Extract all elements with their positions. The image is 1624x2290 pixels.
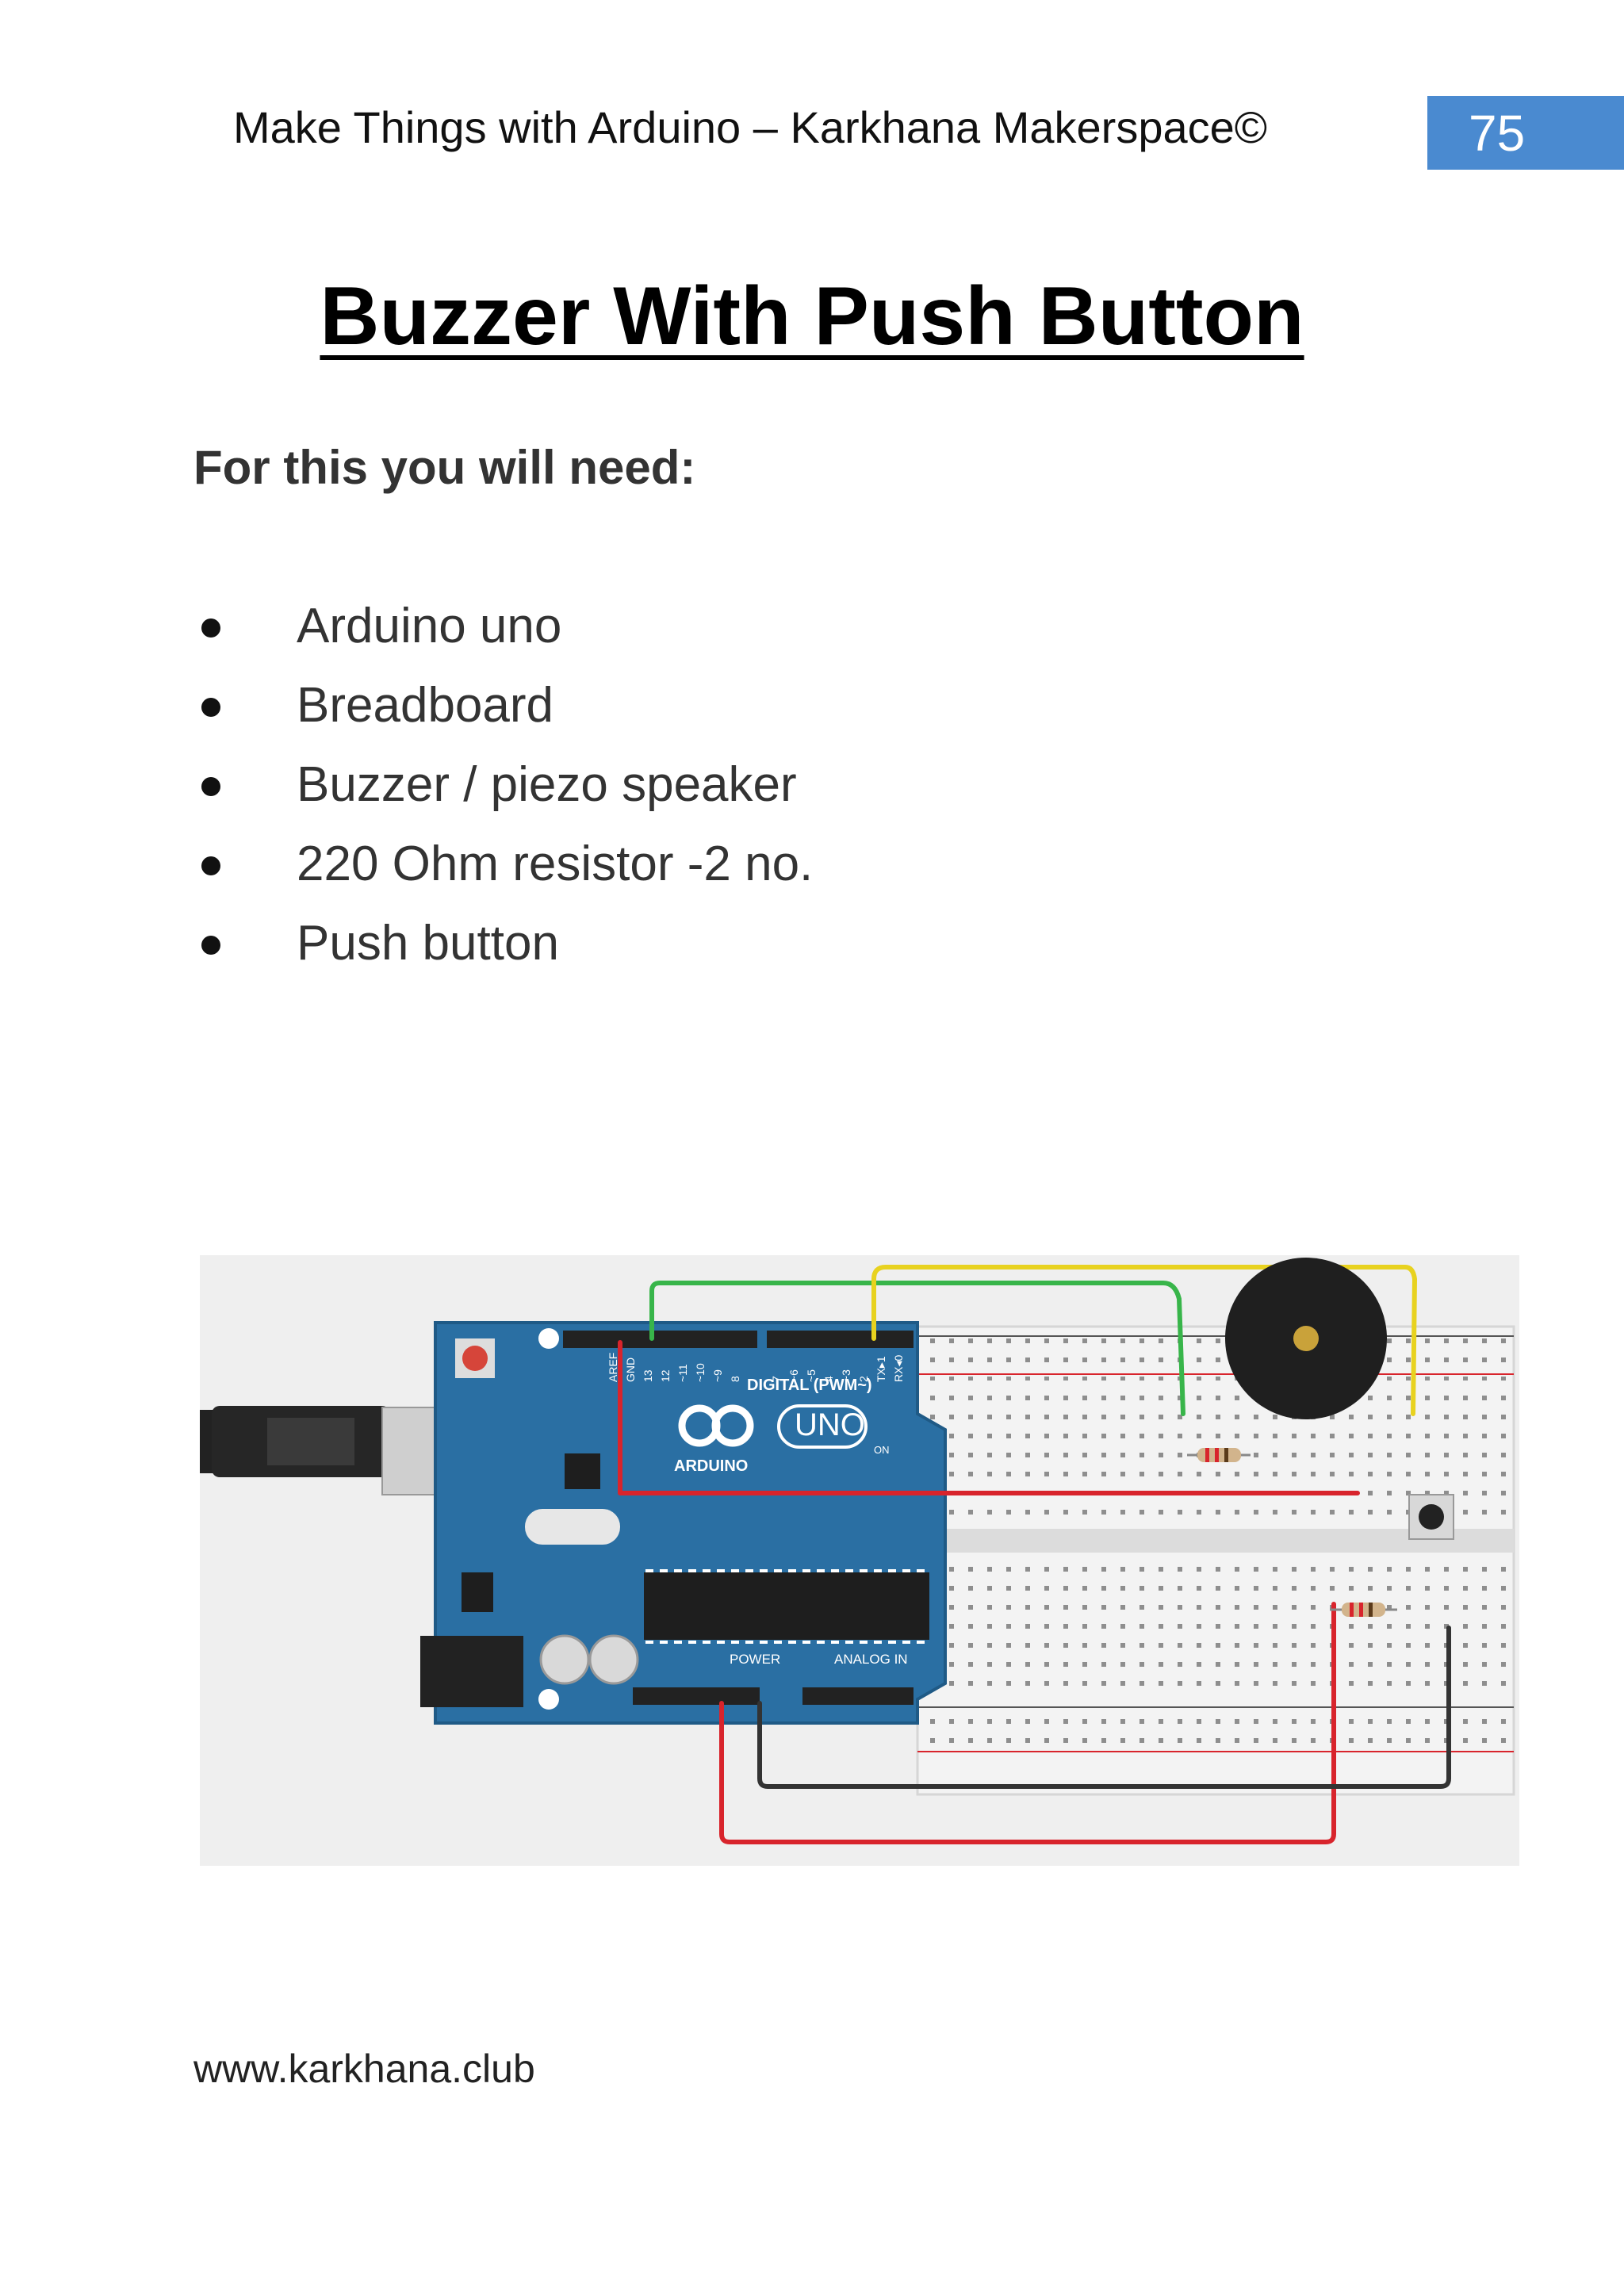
- circuit-svg: DIGITAL (PWM~) UNO ARDUINO POWER ANALOG …: [200, 1258, 1515, 1844]
- uno-label: UNO: [795, 1407, 865, 1442]
- bullet-icon: [201, 618, 220, 638]
- pin-label: GND: [624, 1358, 637, 1382]
- on-label: ON: [874, 1444, 890, 1456]
- push-button: [1408, 1494, 1454, 1540]
- page-number: 75: [1469, 104, 1526, 162]
- footer-url: www.karkhana.club: [193, 2047, 535, 2091]
- red-wire-top: [618, 1340, 1360, 1495]
- pin-label: AREF: [607, 1353, 619, 1382]
- resistor: [1187, 1448, 1251, 1462]
- list-item-label: Arduino uno: [297, 599, 562, 653]
- pin-label: 4: [822, 1376, 835, 1382]
- pin-label: RX◂0: [892, 1355, 905, 1382]
- breadboard: [916, 1325, 1515, 1796]
- digital-label: DIGITAL (PWM~): [747, 1377, 872, 1394]
- page-number-badge: 75: [1427, 96, 1624, 170]
- list-item-label: 220 Ohm resistor -2 no.: [297, 837, 814, 891]
- buzzer: [1225, 1258, 1387, 1419]
- resistor: [1330, 1603, 1397, 1617]
- pin-label: ~3: [840, 1369, 852, 1382]
- circuit-diagram: DIGITAL (PWM~) UNO ARDUINO POWER ANALOG …: [200, 1255, 1519, 1866]
- bullet-icon: [201, 936, 220, 955]
- wires: [618, 1265, 1451, 1844]
- pin-label: TX▸1: [875, 1356, 887, 1382]
- pin-label: 12: [659, 1369, 672, 1382]
- green-wire: [649, 1281, 1185, 1416]
- running-header: Make Things with Arduino – Karkhana Make…: [233, 102, 1268, 152]
- pin-label: 13: [642, 1369, 654, 1382]
- pin-label: ~10: [694, 1363, 707, 1382]
- bullet-icon: [201, 698, 220, 717]
- analog-label: ANALOG IN: [834, 1652, 908, 1667]
- arduino-label: ARDUINO: [674, 1457, 748, 1475]
- pin-label: ~9: [711, 1369, 724, 1382]
- pin-label: 7: [770, 1376, 783, 1382]
- yellow-wire: [871, 1265, 1417, 1416]
- black-wire: [757, 1626, 1451, 1789]
- pin-label: ~6: [787, 1369, 800, 1382]
- pin-label: ~11: [676, 1364, 689, 1382]
- requirements-heading: For this you will need:: [193, 441, 696, 494]
- power-label: POWER: [730, 1652, 780, 1667]
- list-item-label: Breadboard: [297, 678, 554, 733]
- page-title: Buzzer With Push Button: [0, 270, 1624, 364]
- pin-label: 8: [729, 1376, 741, 1382]
- bullet-icon: [201, 777, 220, 796]
- arduino-board: DIGITAL (PWM~) UNO ARDUINO POWER ANALOG …: [420, 1321, 947, 1725]
- list-item-label: Buzzer / piezo speaker: [297, 757, 797, 812]
- bullet-icon: [201, 856, 220, 875]
- pin-label: ~5: [805, 1369, 818, 1382]
- list-item-label: Push button: [297, 916, 559, 971]
- page-title-text: Buzzer With Push Button: [320, 270, 1304, 362]
- red-wire-bottom: [719, 1602, 1336, 1844]
- pin-label: 2: [857, 1376, 870, 1382]
